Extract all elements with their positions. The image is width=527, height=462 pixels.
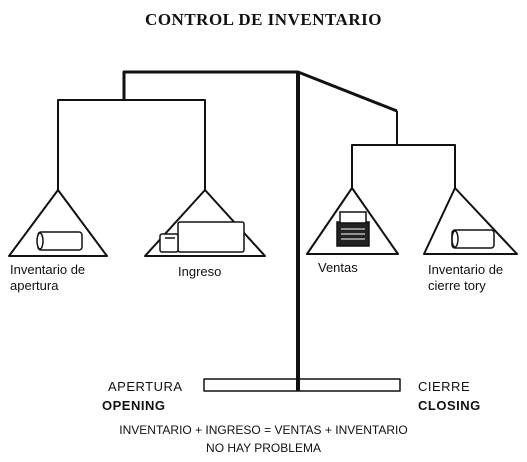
scale-base — [203, 378, 401, 392]
left-hanger-2 — [124, 99, 206, 190]
diagram-title: CONTROL DE INVENTARIO — [145, 10, 382, 29]
label-closing: CLOSING — [418, 398, 481, 413]
label-sales: Ventas — [318, 260, 358, 275]
label-opening-inventory: Inventario de apertura — [10, 262, 86, 293]
pan-sales — [306, 187, 399, 255]
pan-closing-inventory — [423, 187, 518, 255]
right-hanger — [351, 111, 398, 188]
scale-beam — [122, 70, 398, 113]
truck-icon — [159, 221, 245, 253]
label-income: Ingreso — [178, 264, 222, 279]
label-opening: OPENING — [102, 398, 166, 413]
right-hanger-2 — [397, 144, 456, 188]
label-cierre: CIERRE — [418, 379, 471, 394]
label-closing-inventory: Inventario de cierre tory — [428, 262, 504, 293]
cash-register-icon — [336, 211, 370, 247]
conclusion-text: NO HAY PROBLEMA — [206, 441, 321, 455]
small-box-icon — [36, 231, 83, 251]
pan-opening-inventory — [8, 189, 108, 257]
small-box-icon-closing — [451, 229, 495, 249]
left-hanger — [57, 99, 124, 190]
label-apertura: APERTURA — [108, 379, 183, 394]
equation-text: INVENTARIO + INGRESO = VENTAS + INVENTAR… — [119, 423, 408, 437]
